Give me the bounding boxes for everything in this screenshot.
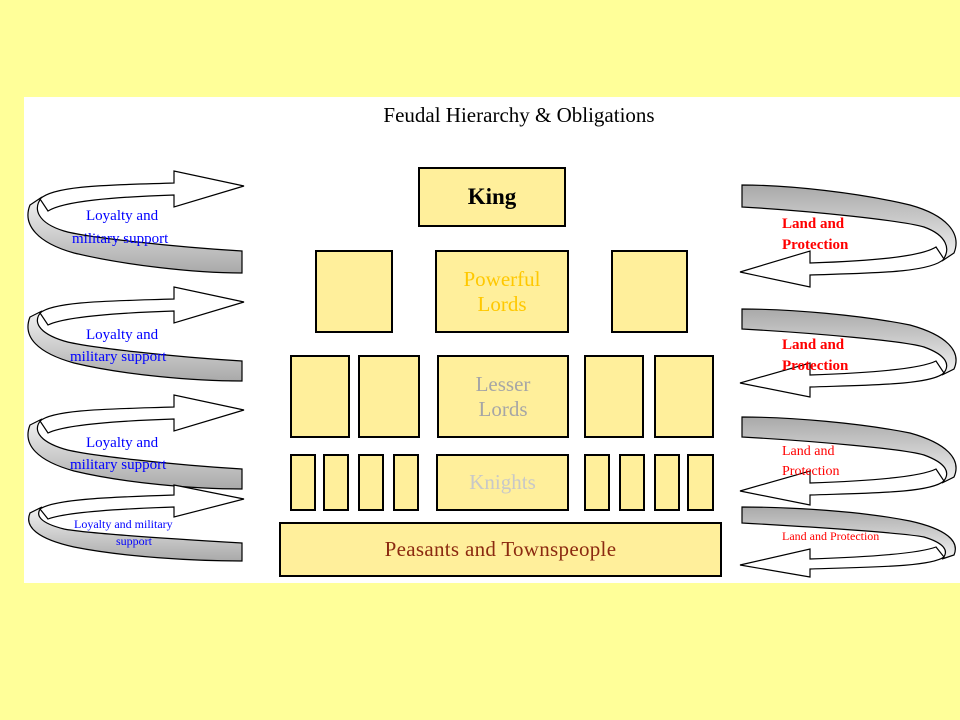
knight-box-1 <box>290 454 316 511</box>
knight-box-8 <box>687 454 714 511</box>
knight-box-5 <box>584 454 610 511</box>
loyalty-arrow-1: Loyalty and military support <box>27 170 245 274</box>
loyalty-label-1-line1: Loyalty and <box>86 208 159 224</box>
powerful-lord-box-left <box>315 250 393 333</box>
peasants-label: Peasants and Townspeople <box>384 537 617 562</box>
protection-arrow-1: Land and Protection <box>739 184 957 288</box>
loyalty-label-2-line2: military support <box>70 349 167 365</box>
lesser-lords-label-line1: Lesser <box>475 372 531 397</box>
powerful-lords-box: Powerful Lords <box>435 250 569 333</box>
loyalty-label-1-line2: military support <box>72 231 169 247</box>
obligation-arrows: Loyalty and military support Loyalty and… <box>27 170 957 578</box>
protection-label-3-line2: Protection <box>782 464 840 479</box>
protection-arrow-2: Land and Protection <box>739 308 957 398</box>
lesser-lord-box-1 <box>290 355 350 438</box>
loyalty-arrow-3: Loyalty and military support <box>27 394 245 490</box>
powerful-lords-label-line2: Lords <box>477 291 527 316</box>
loyalty-label-4-line2: support <box>116 534 153 548</box>
powerful-lords-label-line1: Powerful <box>463 267 541 292</box>
knights-box: Knights <box>436 454 569 511</box>
protection-arrow-3: Land and Protection <box>739 416 957 506</box>
knight-box-6 <box>619 454 645 511</box>
protection-label-3-line1: Land and <box>782 444 834 459</box>
loyalty-label-3-line1: Loyalty and <box>86 435 159 451</box>
protection-label-4-line1: Land and Protection <box>782 529 879 543</box>
knights-label: Knights <box>469 470 536 495</box>
knight-box-7 <box>654 454 680 511</box>
knight-box-4 <box>393 454 419 511</box>
lesser-lord-box-2 <box>358 355 420 438</box>
lesser-lords-box: Lesser Lords <box>437 355 569 438</box>
diagram-panel: Feudal Hierarchy & Obligations King Powe… <box>24 97 960 583</box>
king-box: King <box>418 167 566 227</box>
loyalty-label-2-line1: Loyalty and <box>86 327 159 343</box>
knight-box-3 <box>358 454 384 511</box>
protection-label-1-line2: Protection <box>782 237 849 253</box>
lesser-lord-box-4 <box>654 355 714 438</box>
knight-box-2 <box>323 454 349 511</box>
powerful-lord-box-right <box>611 250 688 333</box>
loyalty-label-3-line2: military support <box>70 457 167 473</box>
protection-label-2-line2: Protection <box>782 358 849 374</box>
protection-label-1-line1: Land and <box>782 216 845 232</box>
lesser-lords-label-line2: Lords <box>478 396 528 421</box>
loyalty-arrow-4: Loyalty and military support <box>28 484 245 562</box>
loyalty-arrow-2: Loyalty and military support <box>27 286 245 382</box>
peasants-box: Peasants and Townspeople <box>279 522 722 577</box>
loyalty-label-4-line1: Loyalty and military <box>74 517 173 531</box>
protection-label-2-line1: Land and <box>782 337 845 353</box>
lesser-lord-box-3 <box>584 355 644 438</box>
protection-arrow-4: Land and Protection <box>739 506 956 578</box>
diagram-title: Feudal Hierarchy & Obligations <box>383 103 655 127</box>
king-label: King <box>467 183 517 209</box>
